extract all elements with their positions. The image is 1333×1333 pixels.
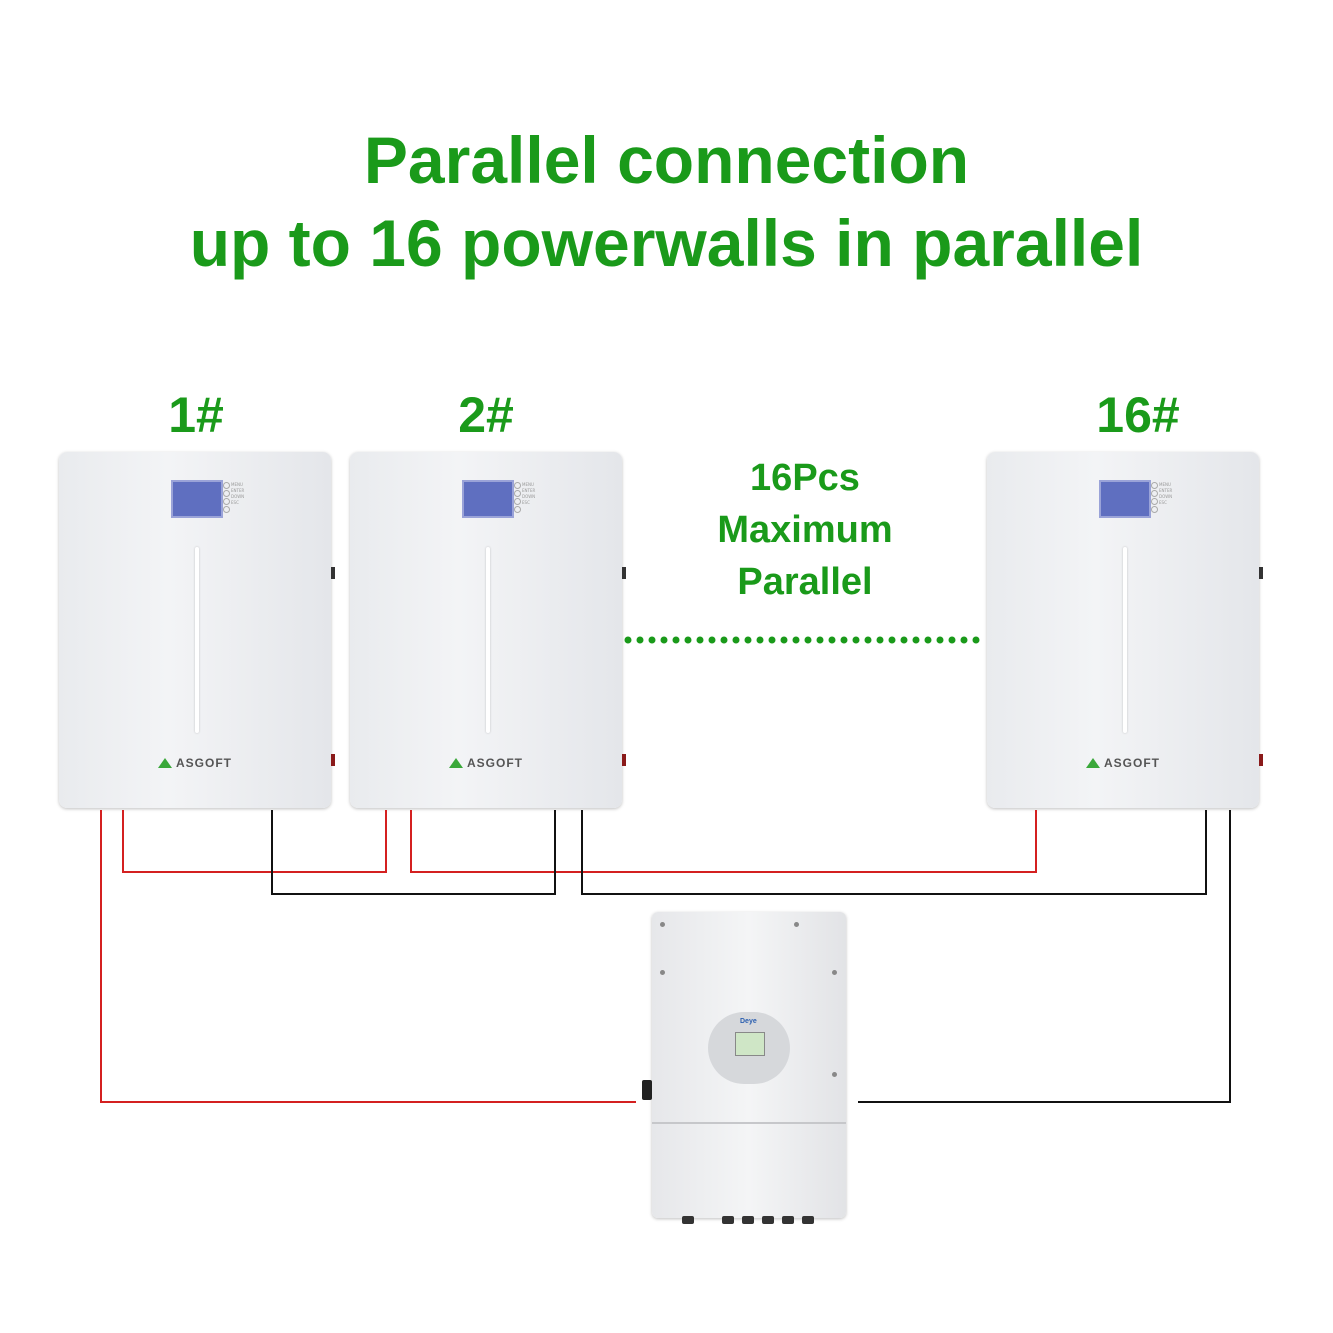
battery-port-bottom [331,754,335,766]
bolt-icon [794,922,799,927]
battery-port-top [1259,567,1263,579]
connector-icon [762,1216,774,1224]
connector-icon [682,1216,694,1224]
connector-icon [742,1216,754,1224]
positive-wire-2-16 [410,810,1037,873]
unit-label-16: 16# [1096,387,1180,443]
negative-wire-2-16 [581,810,1207,895]
bolt-icon [832,970,837,975]
inverter-divider [652,1122,846,1124]
battery-buttons [1151,482,1161,514]
logo-mark-icon [1086,758,1100,768]
unit-label-1: 1# [168,387,224,443]
bolt-icon [660,970,665,975]
battery-port-top [331,567,335,579]
hybrid-inverter: Deye [642,912,846,1224]
battery-logo: ASGOFT [59,756,331,770]
inverter-screen [735,1032,765,1056]
bolt-icon [832,1072,837,1077]
positive-wire-1-2 [122,810,387,873]
logo-mark-icon [449,758,463,768]
battery-buttons [514,482,524,514]
battery-port-bottom [1259,754,1263,766]
bolt-icon [660,922,665,927]
battery-port-top [622,567,626,579]
battery-logo: ASGOFT [987,756,1259,770]
connector-icon [782,1216,794,1224]
inverter-brand: Deye [740,1018,757,1025]
battery-screen [462,480,514,518]
negative-wire-inverter [858,810,1231,1103]
connector-icon [802,1216,814,1224]
battery-logo: ASGOFT [350,756,622,770]
battery-light-stripe [1123,547,1127,733]
title-line-1: Parallel connection [363,123,970,197]
inverter-dc-switch [642,1080,652,1100]
battery-light-stripe [486,547,490,733]
connector-icon [722,1216,734,1224]
note-line-2: Maximum [717,509,893,551]
note-line-1: 16Pcs [750,457,860,499]
title-line-2: up to 16 powerwalls in parallel [189,206,1144,280]
battery-buttons [223,482,233,514]
battery-screen [1099,480,1151,518]
battery-light-stripe [195,547,199,733]
battery-port-bottom [622,754,626,766]
negative-wire-1-2 [271,810,556,895]
positive-wire-inverter [100,810,636,1103]
note-line-3: Parallel [737,561,873,603]
logo-mark-icon [158,758,172,768]
unit-label-2: 2# [458,387,514,443]
inverter-control-panel: Deye [708,1012,790,1084]
battery-screen [171,480,223,518]
